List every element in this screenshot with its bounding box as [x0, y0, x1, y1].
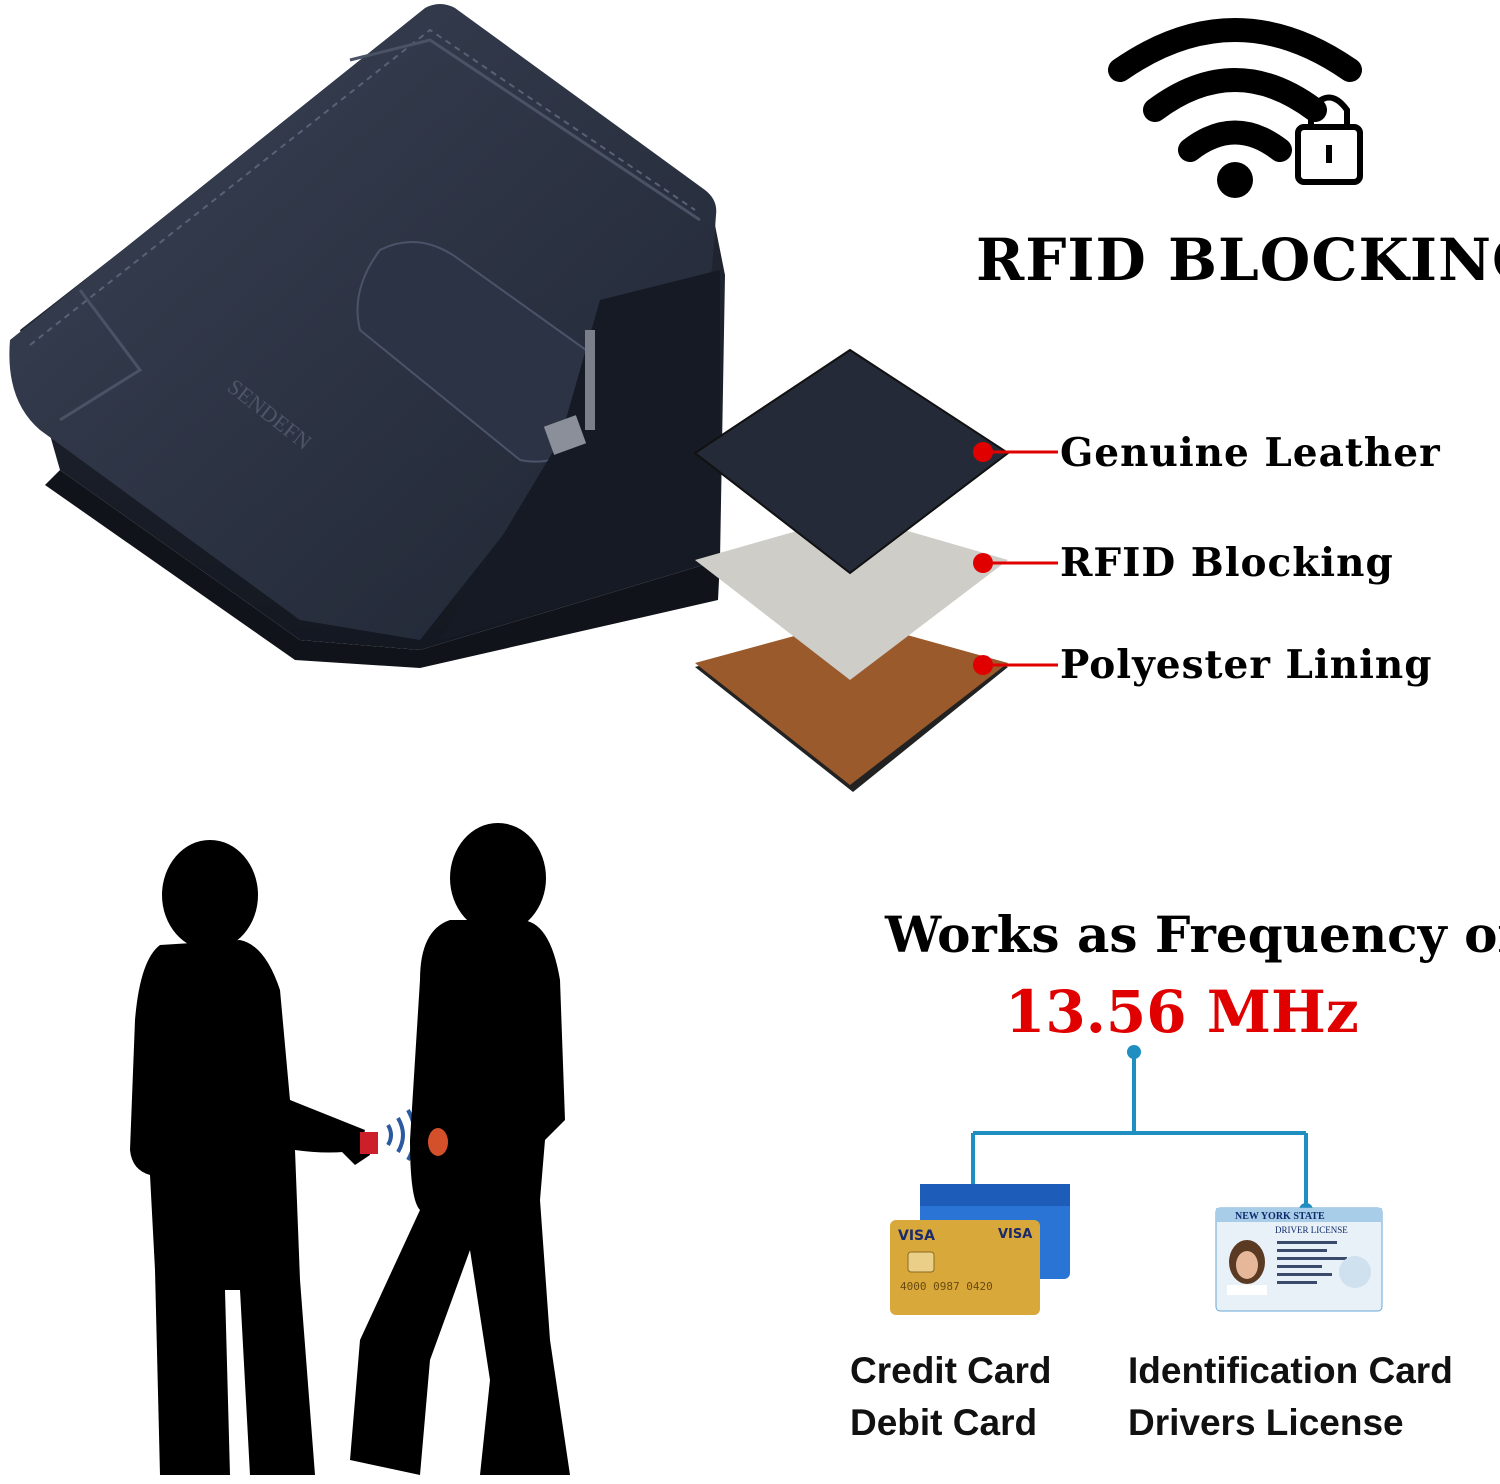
leather-layer	[693, 348, 1010, 575]
credit-card-label: Credit Card	[850, 1350, 1052, 1391]
layer-label-rfid: RFID Blocking	[1060, 540, 1394, 586]
page-title: RFID BLOCKING	[976, 226, 1500, 294]
credit-card-labels: Credit Card Debit Card	[850, 1345, 1051, 1449]
svg-text:NEW YORK STATE: NEW YORK STATE	[1235, 1211, 1325, 1222]
credit-card-image: VISA VISA 4000 0987 0420	[890, 1184, 1070, 1315]
drivers-license-label: Drivers License	[1128, 1402, 1404, 1443]
layer-label-leather: Genuine Leather	[1060, 430, 1441, 476]
polyester-layer	[695, 620, 1008, 792]
identification-card-label: Identification Card	[1128, 1350, 1453, 1391]
id-card-labels: Identification Card Drivers License	[1128, 1345, 1453, 1449]
material-layers	[693, 348, 1058, 792]
layer-label-polyester: Polyester Lining	[1060, 642, 1433, 688]
wallet-image: SENDEFN	[9, 4, 725, 668]
frequency-value: 13.56 MHz	[1005, 978, 1359, 1046]
debit-card-label: Debit Card	[850, 1402, 1038, 1443]
svg-text:DRIVER LICENSE: DRIVER LICENSE	[1275, 1225, 1348, 1235]
id-card-image: NEW YORK STATE DRIVER LICENSE	[1215, 1207, 1383, 1312]
svg-text:VISA: VISA	[898, 1228, 935, 1244]
rfid-layer	[695, 515, 1008, 680]
wifi-lock-icon	[1108, 18, 1363, 198]
people-silhouette	[130, 823, 570, 1475]
svg-text:VISA: VISA	[998, 1227, 1032, 1242]
svg-text:4000 0987 0420: 4000 0987 0420	[900, 1280, 993, 1293]
frequency-heading: Works as Frequency of	[885, 905, 1500, 964]
